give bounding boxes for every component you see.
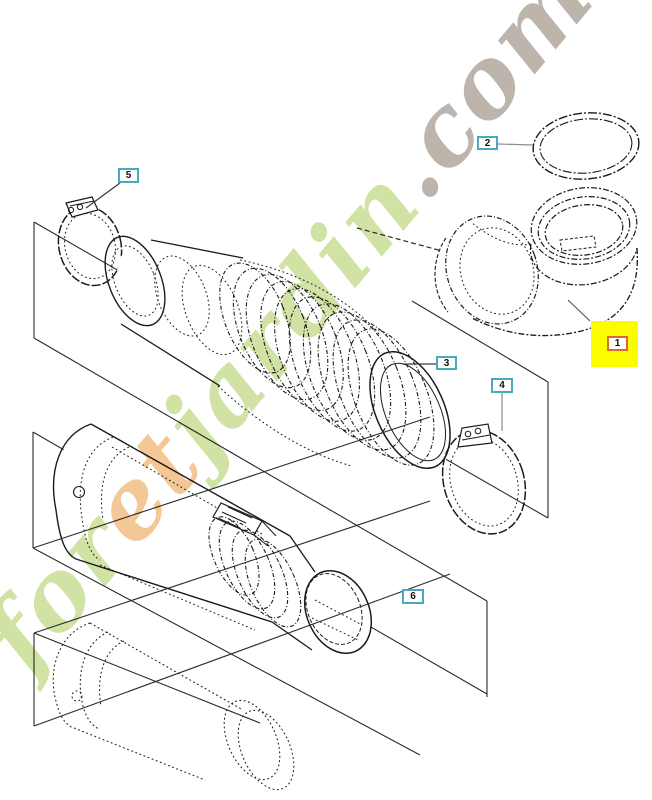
- label-leader-lines: [85, 143, 591, 431]
- part-label-5[interactable]: 5: [118, 168, 139, 183]
- part-hose-clamp-small: [57, 196, 123, 287]
- part-blower-tube-ghost: [52, 622, 295, 791]
- assembly-axis-dashed-line: [356, 227, 469, 259]
- part-label-4[interactable]: 4: [491, 378, 513, 393]
- part-label-6[interactable]: 6: [402, 589, 424, 604]
- part-label-2[interactable]: 2: [477, 136, 498, 150]
- part-label-1-highlight: 1: [591, 321, 638, 367]
- part-hose-clamp-large: [441, 423, 527, 535]
- panel-guide-lines-over: [32, 416, 451, 727]
- part-label-3[interactable]: 3: [436, 356, 457, 370]
- part-elbow-tube: [434, 187, 639, 337]
- part-sealing-ring: [532, 112, 640, 180]
- part-label-1[interactable]: 1: [607, 336, 628, 351]
- part-blower-tube: [52, 423, 373, 655]
- part-bellows-tube: [104, 235, 451, 474]
